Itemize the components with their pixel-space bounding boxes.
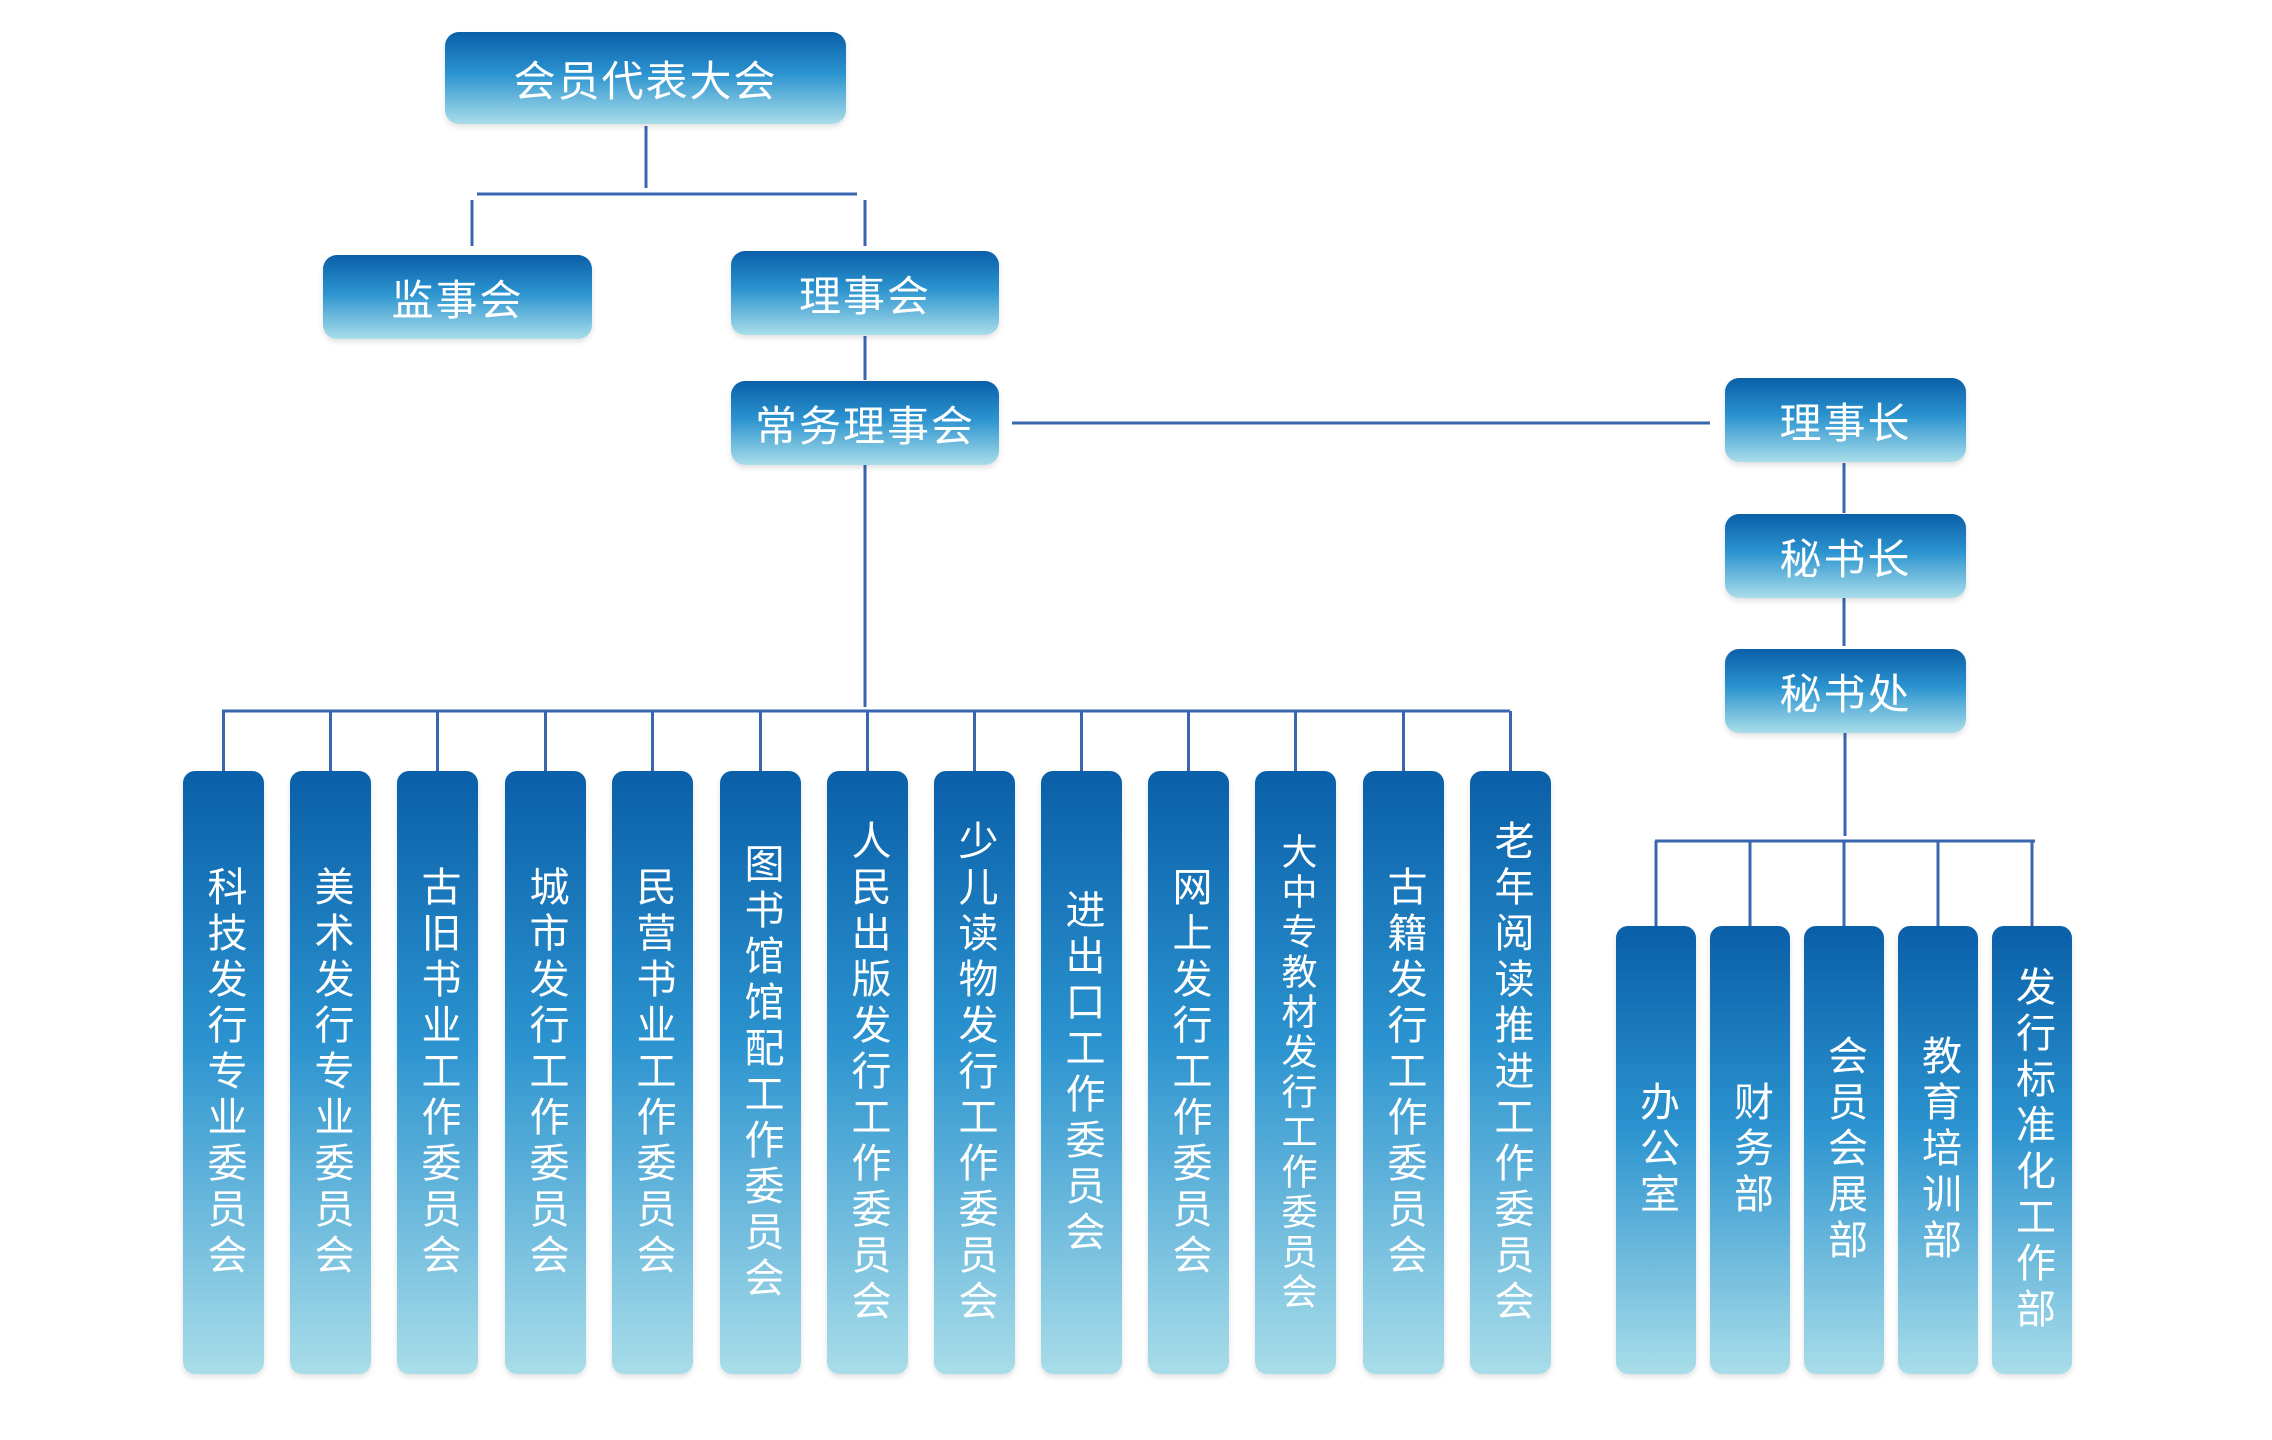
department-box: 发行标准化工作部 (1992, 926, 2072, 1374)
department-label: 发行标准化工作部 (2009, 966, 2055, 1334)
committee-box: 网上发行工作委员会 (1148, 771, 1229, 1374)
secretary-general-label: 秘书长 (1779, 534, 1912, 584)
committee-label: 网上发行工作委员会 (1165, 865, 1212, 1280)
chairman-box: 理事长 (1725, 378, 1966, 462)
committee-label: 人民出版发行工作委员会 (844, 819, 891, 1326)
committee-box: 古籍发行工作委员会 (1363, 771, 1444, 1374)
committee-label: 古籍发行工作委员会 (1380, 865, 1427, 1280)
committee-box: 进出口工作委员会 (1041, 771, 1122, 1374)
secretariat-label: 秘书处 (1779, 669, 1912, 719)
department-box: 会员会展部 (1804, 926, 1884, 1374)
committee-box: 人民出版发行工作委员会 (827, 771, 908, 1374)
committee-box: 科技发行专业委员会 (183, 771, 264, 1374)
department-label: 办公室 (1633, 1081, 1679, 1219)
committee-label: 老年阅读推进工作委员会 (1487, 819, 1534, 1326)
standing-council-label: 常务理事会 (754, 401, 975, 451)
department-box: 教育培训部 (1898, 926, 1978, 1374)
council-label: 理事会 (798, 271, 931, 321)
committee-label: 民营书业工作委员会 (629, 865, 676, 1280)
committee-label: 进出口工作委员会 (1058, 888, 1105, 1257)
department-label: 会员会展部 (1821, 1035, 1867, 1265)
committee-box: 古旧书业工作委员会 (397, 771, 478, 1374)
committee-label: 少儿读物发行工作委员会 (951, 819, 998, 1326)
supervisory-board-box: 监事会 (323, 255, 592, 339)
committee-label: 科技发行专业委员会 (200, 865, 247, 1280)
committee-box: 图书馆馆配工作委员会 (720, 771, 801, 1374)
department-label: 财务部 (1727, 1081, 1773, 1219)
council-box: 理事会 (731, 251, 999, 335)
committee-label: 美术发行专业委员会 (307, 865, 354, 1280)
department-box: 办公室 (1616, 926, 1696, 1374)
committee-box: 城市发行工作委员会 (505, 771, 586, 1374)
supervisory-board-label: 监事会 (391, 275, 524, 325)
department-label: 教育培训部 (1915, 1035, 1961, 1265)
chairman-label: 理事长 (1779, 398, 1912, 448)
department-box: 财务部 (1710, 926, 1790, 1374)
committee-box: 少儿读物发行工作委员会 (934, 771, 1015, 1374)
secretary-general-box: 秘书长 (1725, 514, 1966, 598)
committee-label: 古旧书业工作委员会 (414, 865, 461, 1280)
committee-box: 民营书业工作委员会 (612, 771, 693, 1374)
standing-council-box: 常务理事会 (731, 381, 999, 465)
committee-box: 大中专教材发行工作委员会 (1255, 771, 1336, 1374)
committee-label: 图书馆馆配工作委员会 (737, 842, 784, 1303)
committee-box: 美术发行专业委员会 (290, 771, 371, 1374)
secretariat-box: 秘书处 (1725, 649, 1966, 733)
committee-label: 大中专教材发行工作委员会 (1275, 832, 1317, 1313)
general-assembly-box: 会员代表大会 (445, 32, 846, 124)
general-assembly-label: 会员代表大会 (513, 56, 778, 106)
committee-label: 城市发行工作委员会 (522, 865, 569, 1280)
committee-box: 老年阅读推进工作委员会 (1470, 771, 1551, 1374)
